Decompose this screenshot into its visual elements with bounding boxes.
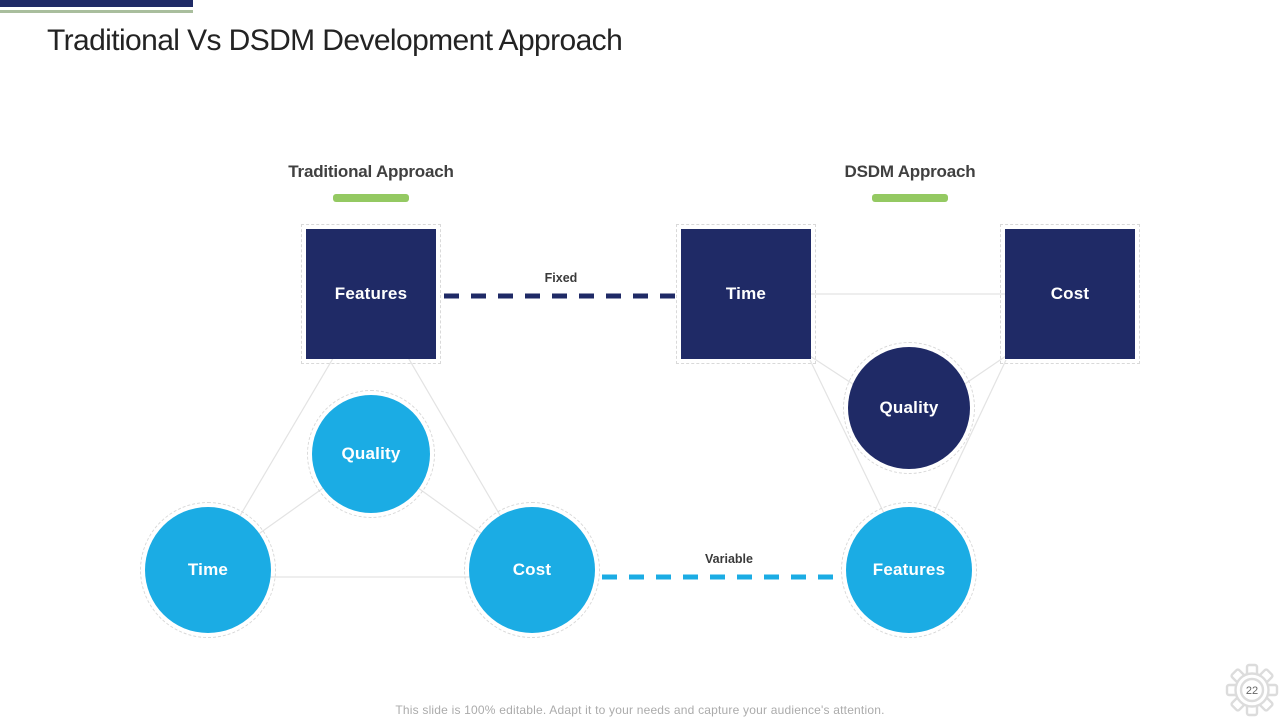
traditional-approach-heading: Traditional Approach	[288, 162, 454, 181]
node-label: Time	[145, 507, 271, 633]
variable-label: Variable	[705, 552, 753, 566]
traditional-cost-circle[interactable]: Cost	[464, 502, 600, 638]
fixed-label: Fixed	[544, 271, 578, 285]
node-label: Features	[846, 507, 972, 633]
header-green-bar	[0, 10, 193, 13]
heading-underline	[872, 194, 948, 202]
traditional-features-square[interactable]: Features	[301, 224, 441, 364]
gear-icon: 22	[1225, 663, 1279, 717]
page-title: Traditional Vs DSDM Development Approach	[47, 24, 623, 57]
page-number: 22	[1246, 685, 1258, 697]
traditional-time-circle[interactable]: Time	[140, 502, 276, 638]
dsdm-cost-square[interactable]: Cost	[1000, 224, 1140, 364]
node-label: Quality	[848, 347, 970, 469]
node-label: Cost	[1005, 229, 1135, 359]
heading-underline	[333, 194, 409, 202]
dsdm-time-square[interactable]: Time	[676, 224, 816, 364]
dsdm-quality-circle[interactable]: Quality	[843, 342, 975, 474]
node-label: Cost	[469, 507, 595, 633]
node-label: Features	[306, 229, 436, 359]
dsdm-approach-heading: DSDM Approach	[844, 162, 976, 181]
dsdm-features-circle[interactable]: Features	[841, 502, 977, 638]
node-label: Quality	[312, 395, 430, 513]
node-label: Time	[681, 229, 811, 359]
traditional-quality-circle[interactable]: Quality	[307, 390, 435, 518]
header-navy-bar	[0, 0, 193, 7]
editable-note: This slide is 100% editable. Adapt it to…	[395, 703, 885, 717]
